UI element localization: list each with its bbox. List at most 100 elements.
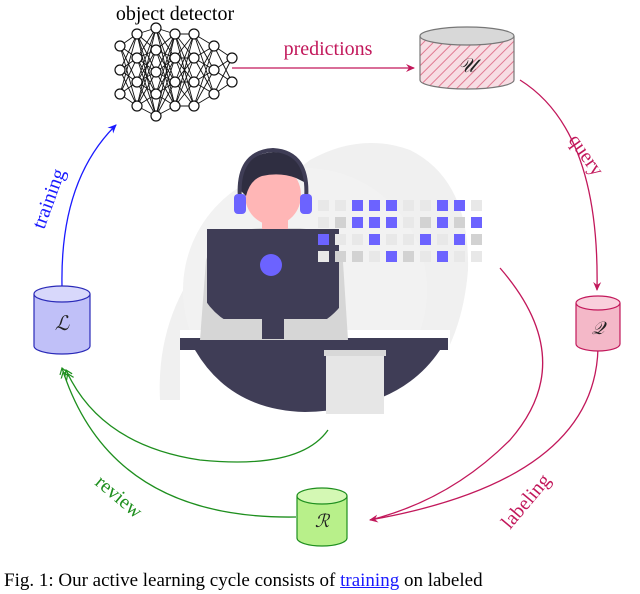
grid-square: [420, 251, 431, 262]
nn-node: [169, 28, 181, 40]
grid-square: [335, 234, 346, 245]
query-arrow: [519, 79, 602, 291]
nn-node: [150, 66, 162, 78]
nn-node: [114, 40, 126, 52]
nn-edge: [119, 33, 138, 95]
grid-square: [369, 251, 380, 262]
grid-square: [403, 217, 414, 228]
review-label: review: [91, 471, 147, 523]
labeled-symbol: ℒ: [55, 313, 70, 335]
nn-edge: [193, 69, 215, 107]
nn-node: [169, 76, 181, 88]
grid-square: [420, 217, 431, 228]
review-set-cylinder: ℛ: [296, 487, 348, 547]
caption-training-link[interactable]: training: [340, 570, 400, 591]
grid-square: [318, 200, 329, 211]
nn-node: [150, 88, 162, 100]
review-arrow: [62, 368, 297, 518]
nn-node: [131, 52, 143, 64]
grid-square: [437, 200, 448, 211]
grid-square: [454, 234, 465, 245]
nn-edge: [155, 33, 176, 95]
grid-square: [335, 251, 346, 262]
prediction-review-arrow: [369, 267, 544, 521]
nn-edge: [155, 71, 176, 107]
data-grid-squares: [318, 200, 482, 262]
nn-node: [188, 76, 200, 88]
nn-edge: [136, 57, 157, 95]
nn-edge: [155, 33, 176, 117]
nn-edge: [136, 33, 157, 73]
nn-edge: [174, 57, 195, 107]
nn-node: [150, 44, 162, 56]
labeling-arrow: [369, 347, 599, 523]
unlabeled-pool-cylinder: 𝒰: [419, 26, 515, 90]
grid-square: [352, 200, 363, 211]
grid-square: [318, 251, 329, 262]
nn-node: [114, 64, 126, 76]
nn-edge: [155, 27, 176, 83]
nn-edge: [174, 33, 195, 107]
nn-edge: [174, 33, 195, 83]
grid-square: [386, 234, 397, 245]
nn-edge: [136, 49, 157, 107]
training-arrow: [61, 124, 117, 287]
grid-square: [403, 234, 414, 245]
grid-square: [454, 251, 465, 262]
nn-edge: [155, 33, 176, 73]
grid-square: [318, 234, 329, 245]
nn-edge: [136, 57, 157, 117]
grid-square: [335, 200, 346, 211]
grid-square: [369, 234, 380, 245]
grid-square: [369, 200, 380, 211]
person-illustration: [159, 142, 482, 420]
neural-network-icon: [114, 22, 238, 122]
nn-edge: [136, 81, 157, 117]
nn-edge: [136, 27, 157, 83]
nn-edge: [136, 33, 157, 95]
nn-node: [188, 28, 200, 40]
nn-edge: [155, 81, 176, 117]
correction-arrow: [66, 370, 329, 463]
nn-edge: [155, 27, 176, 59]
training-label: training: [28, 166, 70, 232]
nn-node: [131, 100, 143, 112]
nn-node: [150, 110, 162, 122]
grid-square: [403, 251, 414, 262]
grid-square: [437, 217, 448, 228]
object-detector-label: object detector: [116, 3, 235, 25]
query-set-cylinder: 𝒬: [575, 295, 621, 352]
nn-edge: [193, 45, 215, 83]
query-symbol: 𝒬: [592, 318, 608, 338]
grid-square: [352, 234, 363, 245]
nn-edge: [155, 49, 176, 107]
grid-square: [386, 251, 397, 262]
nn-node: [226, 52, 238, 64]
nn-edge: [119, 33, 138, 71]
nn-edge: [136, 33, 157, 117]
nn-node: [226, 76, 238, 88]
nn-edge: [136, 71, 157, 107]
grid-square: [420, 200, 431, 211]
nn-edge: [213, 57, 233, 95]
grid-square: [352, 217, 363, 228]
grid-square: [352, 251, 363, 262]
nn-node: [188, 52, 200, 64]
nn-edge: [136, 27, 157, 59]
nn-node: [169, 52, 181, 64]
labeling-label: labeling: [497, 470, 555, 534]
grid-square: [454, 217, 465, 228]
grid-square: [437, 234, 448, 245]
figure-caption: Fig. 1: Our active learning cycle consis…: [0, 568, 640, 594]
nn-edge: [119, 57, 138, 95]
nn-node: [131, 76, 143, 88]
nn-node: [188, 100, 200, 112]
query-label: query: [564, 130, 608, 180]
labeled-set-cylinder: ℒ: [33, 285, 91, 355]
predictions-label: predictions: [284, 38, 373, 60]
caption-prefix: Fig. 1: Our active learning cycle consis…: [4, 570, 341, 591]
grid-square: [369, 217, 380, 228]
grid-square: [437, 251, 448, 262]
diagram-canvas: object detector predictions query labeli…: [28, 3, 621, 547]
